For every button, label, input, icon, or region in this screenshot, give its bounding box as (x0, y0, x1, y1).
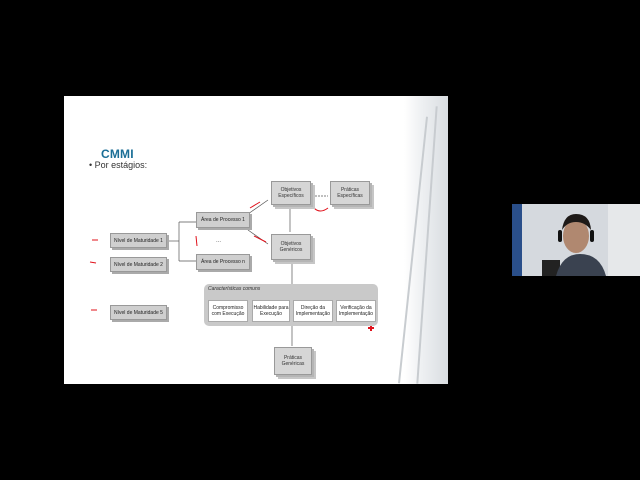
feature-ability: Habilidade para Execução (252, 300, 290, 322)
feature-commitment: Compromisso com Execução (208, 300, 248, 322)
maturity-level-5: Nível de Maturidade 5 (110, 305, 167, 320)
feature-verifying: Verificação da Implementação (336, 300, 376, 322)
ellipsis: ... (216, 238, 221, 244)
presentation-slide: CMMI • Por estágios: Nível de Maturidade… (64, 96, 448, 384)
specific-goals: Objetivos Específicos (271, 181, 311, 205)
presenter-video-icon (512, 204, 640, 276)
generic-practices: Práticas Genéricas (274, 347, 312, 375)
maturity-level-2: Nível de Maturidade 2 (110, 257, 167, 272)
webcam-video-feed (512, 204, 640, 276)
process-area-1: Área de Processo 1 (196, 212, 250, 228)
feature-directing: Direção da Implementação (293, 300, 333, 322)
generic-goals: Objetivos Genéricos (271, 234, 311, 260)
maturity-level-1: Nível de Maturidade 1 (110, 233, 167, 248)
common-features-title: Características comuns (208, 286, 260, 292)
process-area-n: Área de Processo n (196, 254, 250, 270)
specific-practices: Práticas Específicas (330, 181, 370, 205)
